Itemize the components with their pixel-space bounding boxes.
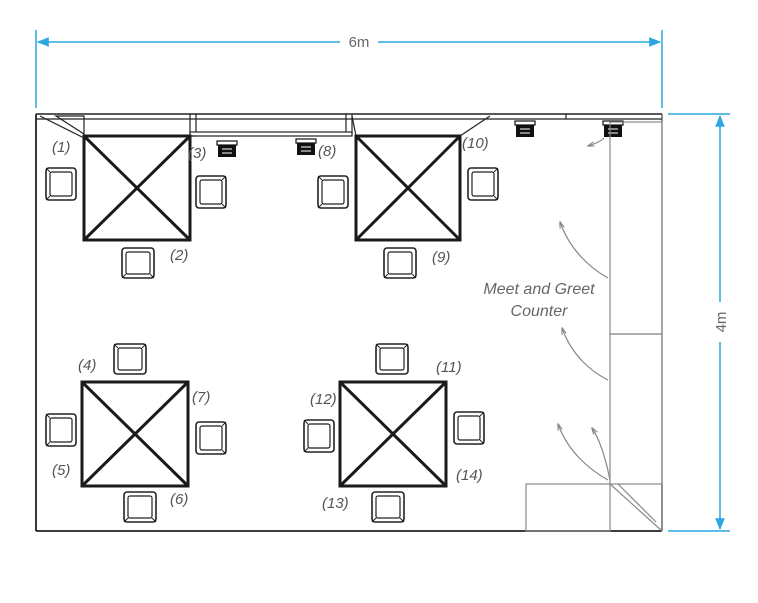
label-10: (10) [462, 135, 489, 152]
chair-10 [467, 167, 499, 201]
room-outline [35, 113, 663, 532]
chair-7 [195, 421, 227, 455]
label-2: (2) [170, 247, 188, 264]
label-7: (7) [192, 389, 210, 406]
chair-11 [375, 343, 409, 375]
chair-8 [317, 175, 349, 209]
label-13: (13) [322, 495, 349, 512]
counter-label-line-1: Meet and Greet [483, 281, 595, 298]
bin-icon [602, 120, 624, 138]
table-1 [39, 115, 196, 242]
label-1: (1) [52, 139, 70, 156]
chair-14 [453, 411, 485, 445]
bin-icon [514, 120, 536, 138]
bin-icon [216, 140, 238, 158]
meet-greet-counter: Meet and Greet Counter [483, 121, 663, 532]
label-8: (8) [318, 143, 336, 160]
height-label: 4m [713, 312, 730, 333]
chair-13 [371, 491, 405, 523]
bin-icon [295, 138, 317, 156]
label-14: (14) [456, 467, 483, 484]
label-12: (12) [310, 391, 337, 408]
label-6: (6) [170, 491, 188, 508]
chair-12 [303, 419, 335, 453]
chair-9 [383, 247, 417, 279]
chair-1 [45, 167, 77, 201]
width-dimension: 6m [35, 30, 663, 108]
chair-4 [113, 343, 147, 375]
chair-3 [195, 175, 227, 209]
label-3: (3) [188, 145, 206, 162]
width-label: 6m [349, 34, 370, 51]
label-9: (9) [432, 249, 450, 266]
chair-6 [123, 491, 157, 523]
chair-5 [45, 413, 77, 447]
label-11: (11) [436, 359, 462, 376]
table-3 [80, 380, 190, 488]
height-dimension: 4m [668, 113, 730, 532]
table-2 [351, 115, 491, 242]
table-4 [338, 380, 448, 488]
bins [216, 120, 624, 158]
counter-label-line-2: Counter [511, 303, 569, 320]
chair-2 [121, 247, 155, 279]
label-4: (4) [78, 357, 96, 374]
chair-labels: (1) (2) (3) (4) (5) (6) (7) (8) (9) (10)… [52, 135, 489, 512]
label-5: (5) [52, 462, 70, 479]
